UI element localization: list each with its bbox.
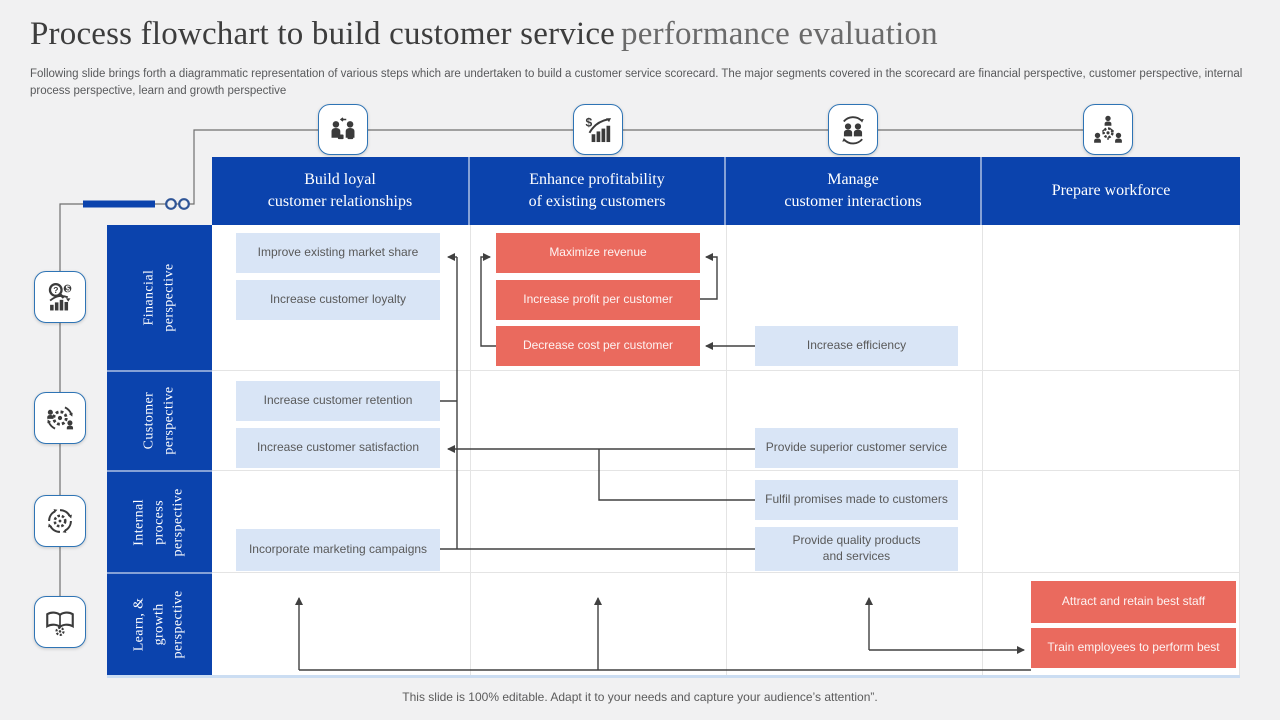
- column-header-prepare-workforce: Prepare workforce: [982, 157, 1240, 225]
- row-label-text: Internal process perspective: [132, 487, 187, 557]
- node-increase-efficiency: Increase efficiency: [755, 326, 958, 366]
- footer-note: This slide is 100% editable. Adapt it to…: [402, 690, 878, 704]
- column-header-manage-interactions: Manage customer interactions: [726, 157, 982, 225]
- row-label-text: Customer perspective: [141, 386, 177, 456]
- node-increase-profit-per-customer: Increase profit per customer: [496, 280, 700, 320]
- node-increase-customer-satisfaction: Increase customer satisfaction: [236, 428, 440, 468]
- learning-book-icon: [34, 596, 86, 648]
- profit-growth-icon: $: [573, 104, 623, 155]
- workforce-team-icon: [1083, 104, 1133, 155]
- row-label-financial-perspective: Financial perspective: [107, 225, 212, 370]
- grid-line: [982, 225, 983, 675]
- table-bottom-strip: [107, 675, 1240, 678]
- timeline-bar: [83, 200, 155, 208]
- grid-line: [726, 225, 727, 675]
- node-fulfil-promises: Fulfil promises made to customers: [755, 480, 958, 520]
- svg-text:$: $: [586, 115, 593, 129]
- row-label-internal-process-perspective: Internal process perspective: [107, 470, 212, 572]
- row-label-learn-growth-perspective: Learn, & growth perspective: [107, 572, 212, 675]
- node-increase-customer-loyalty: Increase customer loyalty: [236, 280, 440, 320]
- svg-text:$: $: [66, 285, 71, 294]
- node-provide-quality-products: Provide quality products and services: [755, 527, 958, 571]
- column-header-enhance-profitability: Enhance profitability of existing custom…: [470, 157, 726, 225]
- node-provide-superior-service: Provide superior customer service: [755, 428, 958, 468]
- row-label-customer-perspective: Customer perspective: [107, 370, 212, 470]
- row-label-text: Financial perspective: [141, 263, 177, 332]
- timeline-ring: [165, 198, 177, 210]
- node-attract-retain-staff: Attract and retain best staff: [1031, 581, 1236, 623]
- column-header-build-loyal: Build loyal customer relationships: [212, 157, 470, 225]
- grid-line: [470, 225, 471, 675]
- svg-text:?: ?: [53, 285, 58, 295]
- page-title: Process flowchart to build customer serv…: [30, 16, 938, 53]
- title-primary: Process flowchart to build customer serv…: [30, 16, 616, 52]
- customer-gear-icon: [34, 392, 86, 444]
- grid-line: [1239, 225, 1240, 675]
- customer-interaction-icon: [828, 104, 878, 155]
- node-increase-customer-retention: Increase customer retention: [236, 381, 440, 421]
- financial-analysis-icon: ? $: [34, 271, 86, 323]
- title-secondary: performance evaluation: [621, 16, 938, 52]
- grid-line: [212, 572, 1240, 573]
- process-cycle-icon: [34, 495, 86, 547]
- grid-line: [212, 370, 1240, 371]
- subtitle: Following slide brings forth a diagramma…: [30, 68, 1243, 97]
- timeline-ring: [178, 198, 190, 210]
- node-improve-market-share: Improve existing market share: [236, 233, 440, 273]
- node-incorporate-marketing: Incorporate marketing campaigns: [236, 529, 440, 571]
- node-train-employees: Train employees to perform best: [1031, 628, 1236, 668]
- node-maximize-revenue: Maximize revenue: [496, 233, 700, 273]
- node-decrease-cost-per-customer: Decrease cost per customer: [496, 326, 700, 366]
- row-label-text: Learn, & growth perspective: [132, 590, 187, 659]
- customer-relationship-icon: [318, 104, 368, 155]
- grid-line: [212, 470, 1240, 471]
